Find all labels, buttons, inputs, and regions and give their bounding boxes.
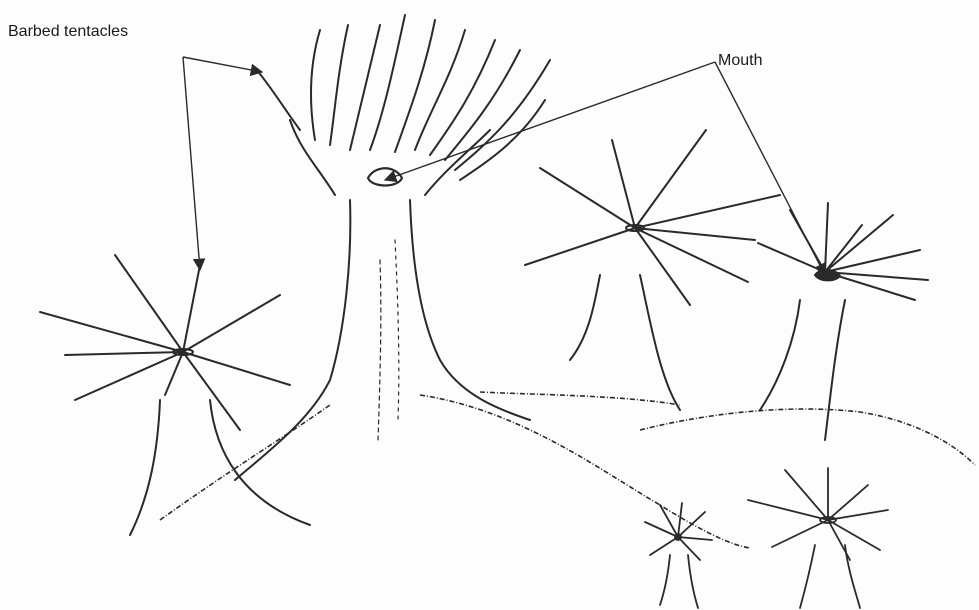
left-tentacle [183, 265, 200, 352]
bottom-small-tentacle [645, 503, 712, 560]
bottom-small-stalk [660, 555, 698, 608]
central-stalk-left [235, 200, 350, 480]
barbed-leader-down [183, 57, 200, 270]
barbed-tentacles-leaders [183, 57, 262, 270]
substrate-lines [160, 392, 975, 548]
central-hydra [235, 15, 550, 480]
left-stalk [130, 400, 310, 535]
mid-stalk [570, 275, 680, 410]
barbed-tentacles-label: Barbed tentacles [8, 24, 128, 40]
bottom-right-tentacle [748, 468, 888, 560]
right-tentacle [758, 243, 825, 272]
right-hydra [758, 203, 928, 440]
central-head [290, 120, 490, 195]
right-tentacle [825, 203, 828, 272]
mouth-label: Mouth [718, 53, 762, 69]
central-mouth [368, 168, 402, 185]
mid-tentacle [635, 228, 755, 240]
mid-tentacle [635, 195, 780, 228]
bottom-small-hydra [645, 503, 712, 608]
central-tentacle [415, 30, 465, 150]
central-tentacle [460, 100, 545, 180]
right-stalk [760, 300, 845, 440]
left-tentacle [40, 312, 183, 352]
central-stalk-inner [378, 260, 381, 440]
left-tentacle [65, 352, 183, 355]
central-stalk-inner-2 [395, 240, 399, 420]
central-tentacle [255, 68, 300, 130]
bottom-right-hydra [748, 468, 888, 608]
middle-right-hydra [525, 130, 780, 410]
central-tentacle [330, 25, 348, 145]
mid-tentacle [635, 228, 748, 282]
left-tentacle [183, 295, 280, 352]
central-tentacle [395, 20, 435, 152]
barbed-leader-bar [183, 57, 262, 72]
mouth-leader-central [385, 62, 715, 180]
left-hydra [40, 255, 310, 535]
mouth-leader-right [715, 62, 825, 275]
left-tentacle [115, 255, 183, 352]
central-stalk-right [410, 200, 530, 420]
central-tentacle [311, 30, 320, 140]
bottom-right-stalk [800, 545, 860, 608]
left-tentacle [183, 352, 290, 385]
central-tentacle [370, 15, 405, 150]
left-tentacle [183, 352, 240, 430]
mid-tentacle [525, 228, 635, 265]
